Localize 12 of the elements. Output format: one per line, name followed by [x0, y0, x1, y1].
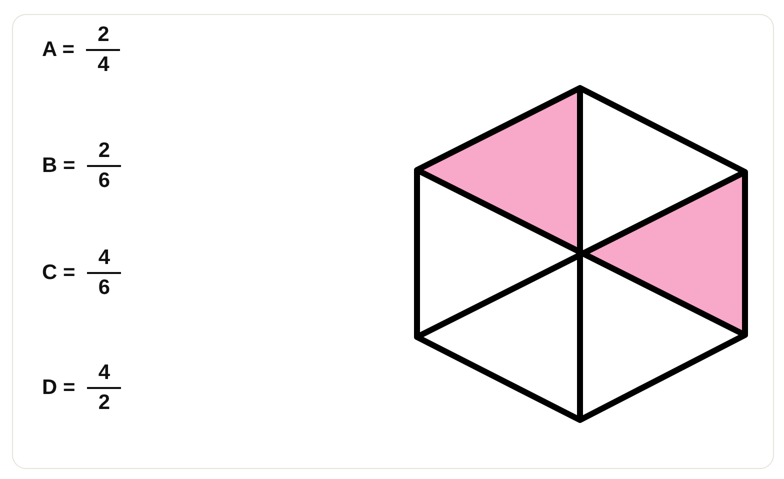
variable-label: D =	[42, 376, 76, 400]
denominator: 2	[98, 390, 110, 416]
denominator: 6	[98, 168, 110, 194]
variable-label: B =	[42, 154, 76, 178]
numerator: 2	[98, 22, 110, 48]
variable-label: A =	[42, 38, 74, 62]
variable-label: C =	[42, 261, 76, 285]
denominator: 4	[98, 52, 110, 78]
numerator: 2	[98, 138, 110, 164]
denominator: 6	[98, 275, 110, 301]
numerator: 4	[98, 245, 110, 271]
numerator: 4	[98, 360, 110, 386]
